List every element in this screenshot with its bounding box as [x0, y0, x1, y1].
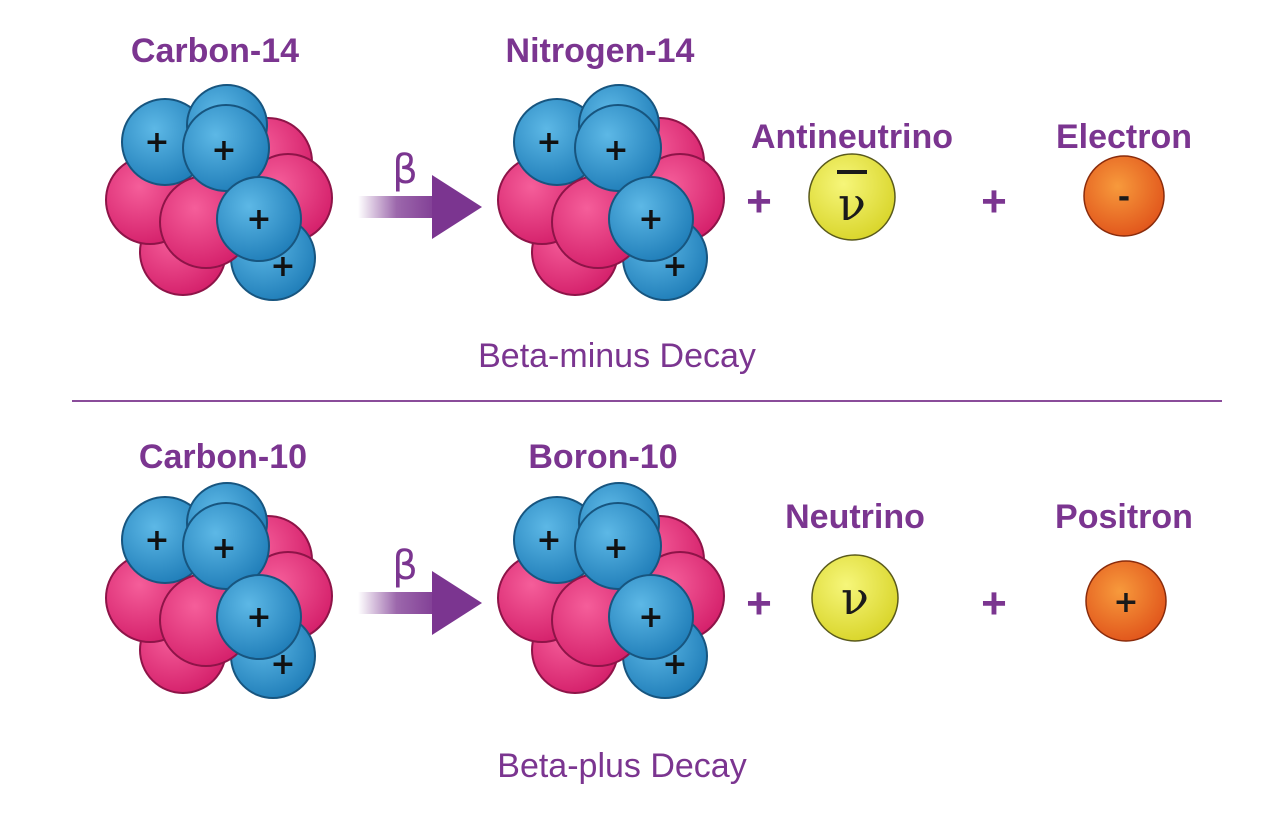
- proton-charge-sign: +: [536, 125, 561, 160]
- neutrino-label: Neutrino: [785, 498, 925, 536]
- positron-charge: +: [1113, 585, 1138, 620]
- proton-sphere: [182, 104, 270, 192]
- nucleus-nitrogen-14: ++++: [497, 84, 725, 301]
- proton-charge-sign: +: [211, 531, 236, 566]
- antineutrino-overbar: [837, 170, 867, 174]
- plus-operator: +: [746, 177, 772, 226]
- plus-operator: +: [981, 177, 1007, 226]
- antineutrino-symbol: ν: [838, 177, 866, 231]
- proton-charge-sign: +: [144, 523, 169, 558]
- neutrino-symbol: ν: [841, 571, 869, 625]
- decay-caption: Beta-minus Decay: [478, 337, 756, 375]
- proton-charge-sign: +: [603, 531, 628, 566]
- proton-charge-sign: +: [246, 600, 271, 635]
- electron-particle: -: [1083, 155, 1165, 237]
- proton-sphere: [182, 502, 270, 590]
- proton-charge-sign: +: [603, 133, 628, 168]
- proton-charge-sign: +: [638, 600, 663, 635]
- lepton-label: Positron: [1055, 498, 1193, 536]
- plus-operator: +: [746, 579, 772, 628]
- arrow-head: [432, 175, 482, 239]
- arrow-shaft: [358, 592, 444, 614]
- proton-charge-sign: +: [246, 202, 271, 237]
- proton-charge-sign: +: [536, 523, 561, 558]
- proton-sphere: [574, 502, 662, 590]
- parent-label: Carbon-14: [131, 32, 299, 70]
- neutrino-label: Antineutrino: [751, 118, 953, 156]
- proton-sphere: [608, 574, 694, 660]
- positron-particle: +: [1085, 560, 1167, 642]
- nucleus-carbon-10: ++++: [105, 482, 333, 699]
- neutrino-particle: ν: [811, 554, 899, 642]
- arrow-head: [432, 571, 482, 635]
- nucleus-carbon-14: ++++: [105, 84, 333, 301]
- antineutrino-particle: ν: [808, 153, 896, 241]
- proton-charge-sign: +: [211, 133, 236, 168]
- proton-sphere: [608, 176, 694, 262]
- electron-charge: -: [1118, 180, 1130, 215]
- lepton-label: Electron: [1056, 118, 1192, 156]
- arrow-shaft: [358, 196, 444, 218]
- daughter-label: Nitrogen-14: [506, 32, 695, 70]
- proton-sphere: [216, 176, 302, 262]
- nucleus-boron-10: ++++: [497, 482, 725, 699]
- beta-symbol: β: [392, 147, 418, 193]
- proton-sphere: [574, 104, 662, 192]
- parent-label: Carbon-10: [139, 438, 307, 476]
- beta-symbol: β: [392, 543, 418, 589]
- decay-arrow: β: [358, 147, 482, 239]
- decay-arrow: β: [358, 543, 482, 635]
- plus-operator: +: [981, 579, 1007, 628]
- decay-caption: Beta-plus Decay: [497, 747, 746, 785]
- daughter-label: Boron-10: [528, 438, 677, 476]
- proton-charge-sign: +: [638, 202, 663, 237]
- proton-charge-sign: +: [144, 125, 169, 160]
- proton-sphere: [216, 574, 302, 660]
